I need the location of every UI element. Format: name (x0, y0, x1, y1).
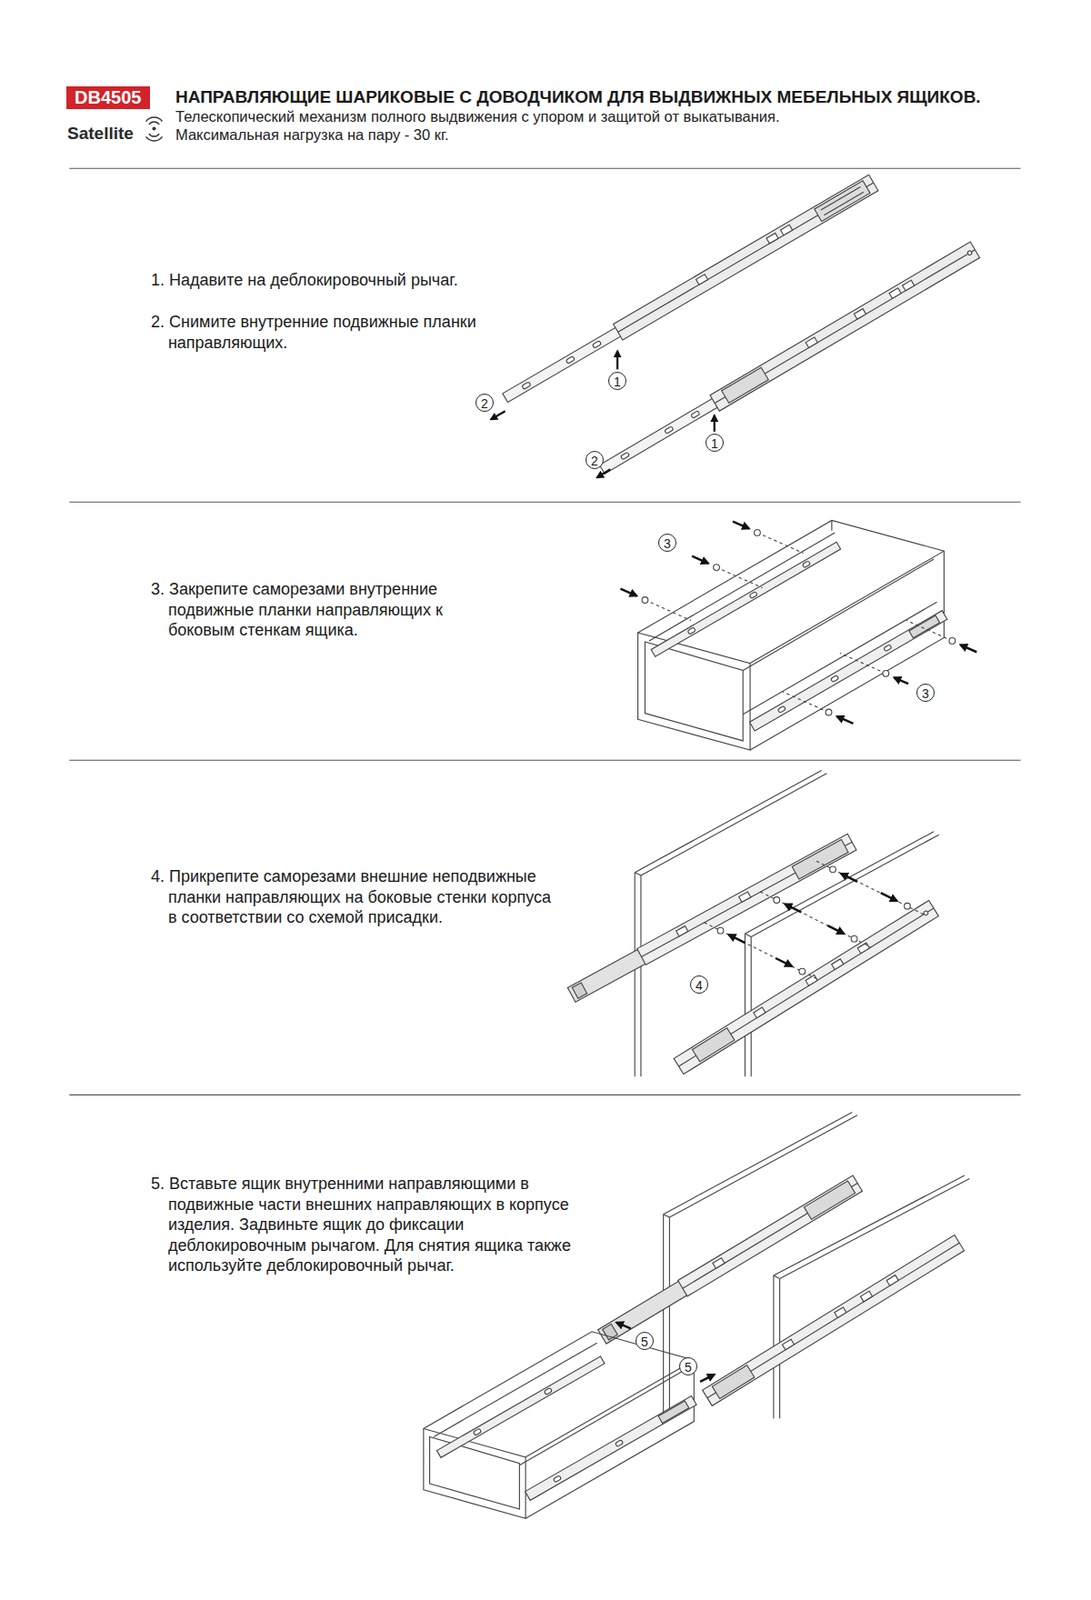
callout-number: 2 (475, 393, 494, 412)
model-code-box: DB4505 (66, 86, 151, 110)
callout-number: 2 (585, 450, 604, 470)
step-text: 4. Прикрепите саморезами внешние неподви… (150, 866, 561, 929)
page-title: НАПРАВЛЯЮЩИЕ ШАРИКОВЫЕ С ДОВОДЧИКОМ ДЛЯ … (175, 87, 981, 108)
subtitle: Максимальная нагрузка на пару - 30 кг. (175, 126, 450, 144)
step-text: 5. Вставьте ящик внутренними направляющи… (150, 1173, 591, 1277)
model-code: DB4505 (74, 87, 141, 108)
callout-number: 1 (705, 433, 724, 452)
callout-number: 4 (690, 975, 709, 994)
step-text: 3. Закрепите саморезами внутренние подви… (150, 579, 498, 641)
subtitle: Телескопический механизм полного выдвиже… (175, 108, 781, 126)
callout-number: 5 (679, 1357, 698, 1376)
brand-name: Satellite (67, 123, 134, 144)
callout-number: 5 (635, 1331, 654, 1351)
step-text: 1. Надавите на деблокировочный рычаг. (150, 270, 569, 291)
callout-number: 3 (916, 683, 935, 702)
callout-number: 1 (608, 371, 627, 391)
step-text: 2. Снимите внутренние подвижные планки н… (150, 311, 478, 353)
callout-number: 3 (658, 533, 677, 552)
